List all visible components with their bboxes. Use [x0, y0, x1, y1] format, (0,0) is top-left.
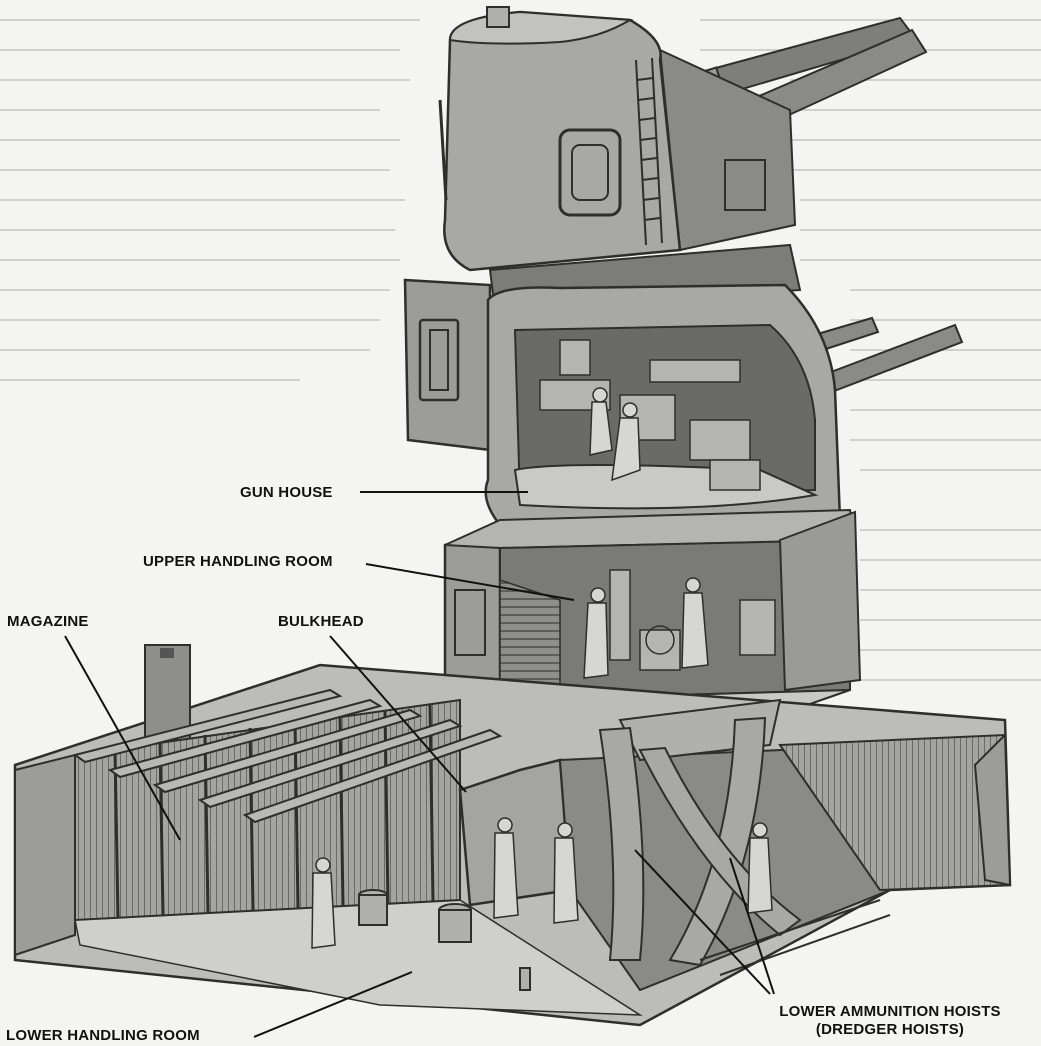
bulkhead-label: BULKHEAD: [278, 613, 364, 630]
lower-deck: [13, 644, 1012, 1027]
lower-handling-room-label: LOWER HANDLING ROOM: [6, 1027, 200, 1044]
gun-house-cutaway: [403, 243, 964, 533]
turret-exterior: [438, 6, 928, 272]
lower-handling-room-leader: [253, 971, 413, 1038]
lower-ammunition-hoists-label: LOWER AMMUNITION HOISTS (DREDGER HOISTS): [745, 1003, 1035, 1039]
bulkhead-leader: [329, 635, 467, 793]
upper-handling-room-label: UPPER HANDLING ROOM: [143, 553, 333, 570]
lower-hoists-leader-1: [634, 849, 771, 995]
gun-house-label: GUN HOUSE: [240, 484, 333, 501]
lower-hoists-leader-2: [729, 857, 775, 995]
background-text-columns: [0, 19, 1041, 681]
leader-lines: [64, 491, 775, 1038]
magazine-leader: [64, 635, 181, 841]
upper-handling-room-leader: [365, 563, 575, 601]
lower-hoists-label-line1: LOWER AMMUNITION HOISTS: [779, 1003, 1001, 1020]
lower-hoists-label-line2: (DREDGER HOISTS): [815, 1021, 965, 1038]
magazine-label: MAGAZINE: [7, 613, 89, 630]
